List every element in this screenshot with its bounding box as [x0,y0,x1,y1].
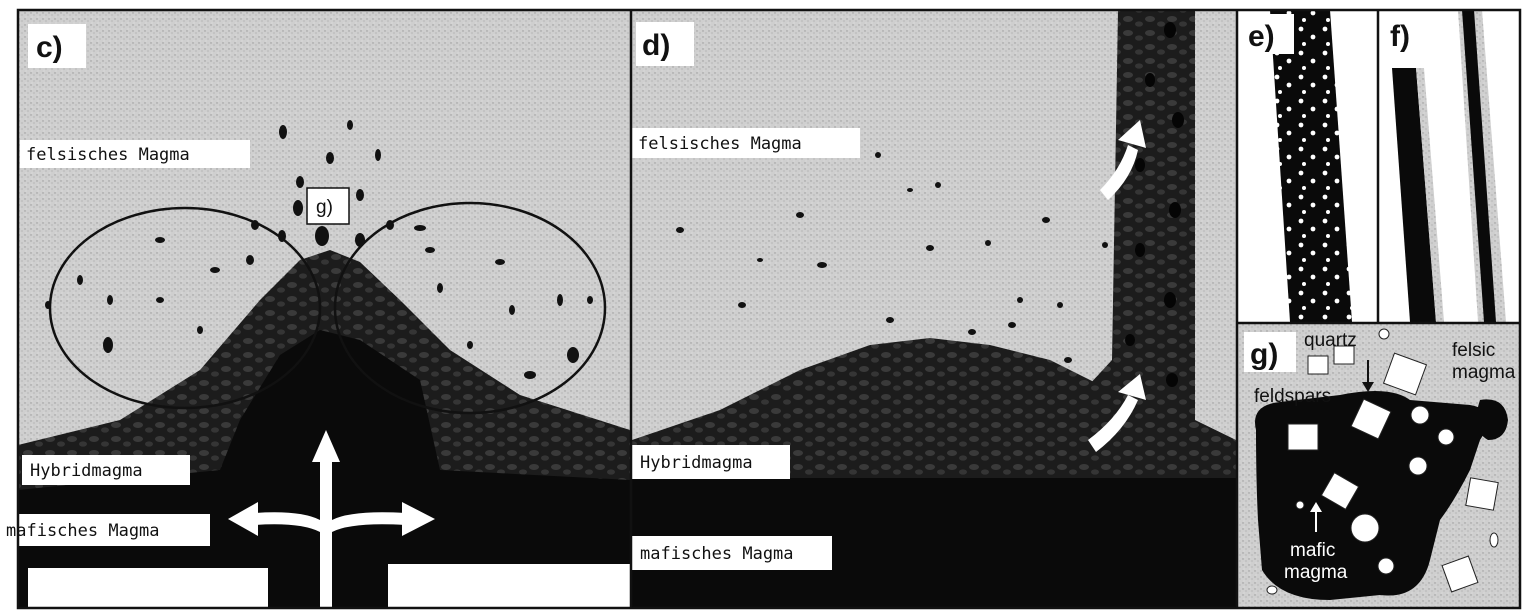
panel-d-hybrid-label: Hybridmagma [640,453,753,473]
panel-c-felsic-label: felsisches Magma [26,145,190,165]
panel-e: e) [1238,10,1377,322]
panel-f-label: f) [1390,20,1410,53]
panel-c-callout-label: g) [316,197,333,218]
panel-d: d) felsisches Magma Hybridmagma mafische… [632,10,1236,608]
panel-g-feldspars-label: feldspars [1254,386,1331,407]
panel-g-mafic-label-2: magma [1284,562,1348,583]
panel-c-mafic-label: mafisches Magma [6,521,160,541]
panel-c-hybrid-label: Hybridmagma [30,461,143,481]
panel-g-label: g) [1250,338,1278,371]
panel-g-mafic-label-1: mafic [1290,540,1335,561]
panel-c-lower-white-left [28,568,268,608]
panel-g-felsic-label-1: felsic [1452,340,1495,361]
panel-g: g) quartz felsic magma feldspars mafic m… [1238,324,1520,608]
panel-c-label: c) [36,31,63,64]
panel-c: c) felsisches Magma g) Hybridmagma mafis… [2,10,630,608]
panel-e-label: e) [1248,20,1275,53]
panel-g-felsic-label-2: magma [1452,362,1516,383]
panel-d-label: d) [642,29,670,62]
panel-g-quartz-label: quartz [1304,330,1357,351]
panel-f: f) [1379,10,1520,322]
panel-d-felsic-label: felsisches Magma [638,134,802,154]
panel-d-mafic-label: mafisches Magma [640,544,794,564]
panel-c-lower-white-right [388,564,630,608]
